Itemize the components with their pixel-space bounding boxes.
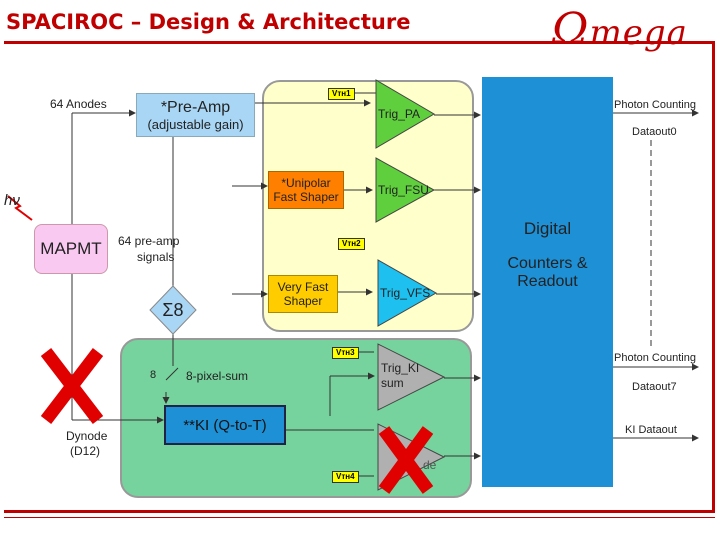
digital-label-box: Digital Counters & Readout	[482, 210, 613, 300]
sum8-diamond	[149, 285, 197, 335]
preamp-block: *Pre-Amp (adjustable gain)	[136, 93, 255, 137]
sum8-label: Σ8	[162, 299, 184, 320]
photon-arrow	[7, 195, 33, 221]
cross-left	[40, 348, 104, 424]
trig-vfs-label: Trig_VFS	[380, 286, 431, 300]
veryfast-label: Very Fast	[277, 280, 329, 294]
pixel-sum-label: 8-pixel-sum	[186, 369, 249, 383]
trig-ki-label: Trig_KI	[381, 361, 420, 375]
dynode-sublabel: (D12)	[70, 444, 101, 458]
anodes-label: 64 Anodes	[50, 97, 107, 111]
preamp-signals-label: 64 pre-amp	[118, 234, 180, 248]
ki-label: **KI (Q-to-T)	[183, 416, 267, 434]
unipolar-sublabel: Fast Shaper	[273, 190, 339, 204]
dataout7-label: Dataout7	[632, 381, 677, 393]
trig-ki-sum-triangle	[377, 343, 446, 411]
omega-logo: Ωmega	[552, 4, 688, 55]
unipolar-shaper-block: *Unipolar Fast Shaper	[268, 171, 344, 209]
digital-sublabel-1: Counters &	[507, 255, 588, 272]
bottom-rule-thin	[4, 517, 715, 518]
mapmt-block: MAPMT	[34, 224, 108, 274]
trig-fsu-label: Trig_FSU	[378, 183, 429, 197]
photon-counting-label-2: Photon Counting	[614, 352, 696, 364]
hv-label: hν	[4, 192, 20, 209]
trig-pa-triangle	[375, 79, 435, 149]
photon-counting-label-1: Photon Counting	[614, 99, 696, 111]
ki-block: **KI (Q-to-T)	[164, 405, 286, 445]
pixel-sum-count: 8	[150, 369, 157, 381]
trig-ki-sublabel: sum	[381, 376, 404, 390]
vth1-badge: Vᴛʜ1	[328, 88, 355, 100]
digital-label: Digital	[523, 219, 572, 238]
ki-dataout-label: KI Dataout	[625, 424, 677, 436]
trig-ki-dt-label: de	[423, 458, 437, 472]
page-title: SPACIROC – Design & Architecture	[6, 10, 411, 34]
veryfast-sublabel: Shaper	[283, 294, 323, 308]
dataout0-label: Dataout0	[632, 126, 677, 138]
digital-sublabel-2: Readout	[517, 273, 578, 290]
mapmt-label: MAPMT	[40, 239, 102, 258]
preamp-signals-sublabel: signals	[137, 250, 175, 264]
trig-fsu-triangle	[375, 157, 436, 223]
preamp-sublabel: (adjustable gain)	[147, 116, 244, 132]
dynode-label: Dynode	[66, 429, 108, 443]
trig-pa-label: Trig_PA	[378, 107, 421, 121]
cross-right	[378, 426, 434, 494]
digital-block	[482, 77, 613, 487]
right-rule	[712, 41, 715, 513]
very-fast-shaper-block: Very Fast Shaper	[268, 275, 338, 313]
preamp-label: *Pre-Amp	[160, 98, 231, 116]
vth4-badge: Vᴛʜ4	[332, 471, 359, 483]
vth2-badge: Vᴛʜ2	[338, 238, 365, 250]
sum8-label-box: Σ8	[150, 296, 196, 324]
vth3-badge: Vᴛʜ3	[332, 347, 359, 359]
unipolar-label: *Unipolar	[281, 176, 331, 190]
trig-vfs-triangle	[377, 259, 438, 327]
top-rule	[4, 41, 715, 44]
bottom-rule	[4, 510, 715, 513]
